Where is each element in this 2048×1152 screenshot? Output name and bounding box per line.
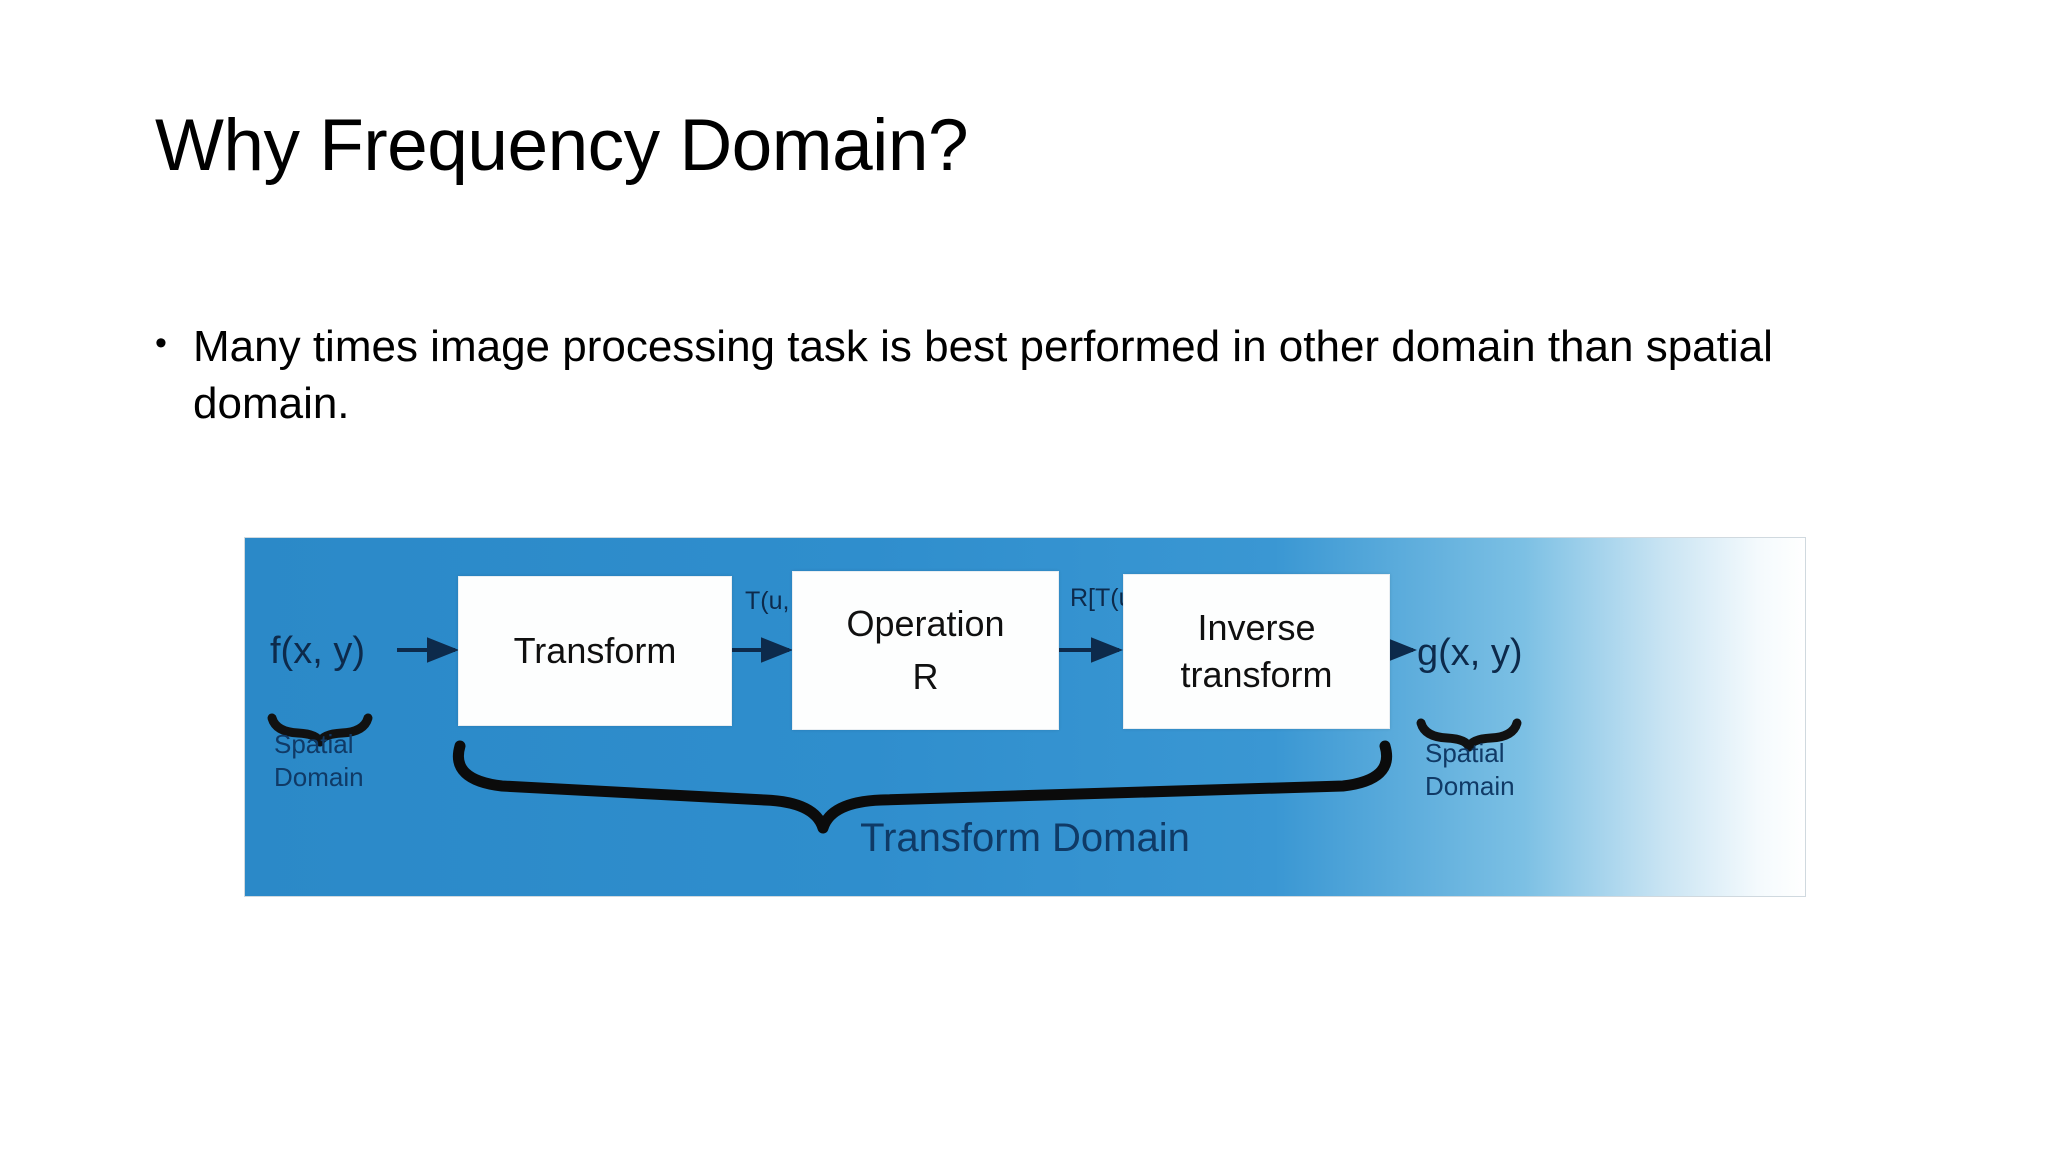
transform-box-label: Transform [513, 629, 677, 671]
caption-transform-domain: Transform Domain [860, 816, 1190, 860]
list-item: • Many times image processing task is be… [155, 318, 1945, 432]
bullet-marker-icon: • [155, 324, 167, 362]
caption-spatial-right-line2: Domain [1425, 770, 1515, 801]
inverse-transform-box: Inverse transform [1123, 574, 1390, 729]
caption-spatial-right-line1: Spatial [1425, 738, 1505, 768]
operation-box-label-line2: R [912, 655, 939, 697]
caption-spatial-domain-left: Spatial Domain [274, 728, 364, 793]
inverse-box-label-line2: transform [1180, 653, 1333, 695]
operation-box: Operation R [792, 571, 1059, 730]
transform-pipeline-figure: f(x, y) Transform T(u, v) Operation R R[… [245, 538, 1805, 896]
transform-box: Transform [458, 576, 732, 726]
input-signal-label: f(x, y) [270, 630, 365, 672]
inverse-box-label-line1: Inverse [1197, 607, 1316, 649]
bullet-list: • Many times image processing task is be… [155, 318, 1945, 432]
output-signal-label: g(x, y) [1417, 632, 1523, 674]
caption-spatial-domain-right: Spatial Domain [1425, 737, 1515, 802]
caption-spatial-left-line2: Domain [274, 761, 364, 792]
figure-content: f(x, y) Transform T(u, v) Operation R R[… [245, 538, 1805, 896]
operation-box-label-line1: Operation [846, 603, 1005, 645]
page-title: Why Frequency Domain? [155, 105, 969, 186]
caption-spatial-left-line1: Spatial [274, 729, 354, 759]
bullet-text: Many times image processing task is best… [193, 322, 1773, 429]
